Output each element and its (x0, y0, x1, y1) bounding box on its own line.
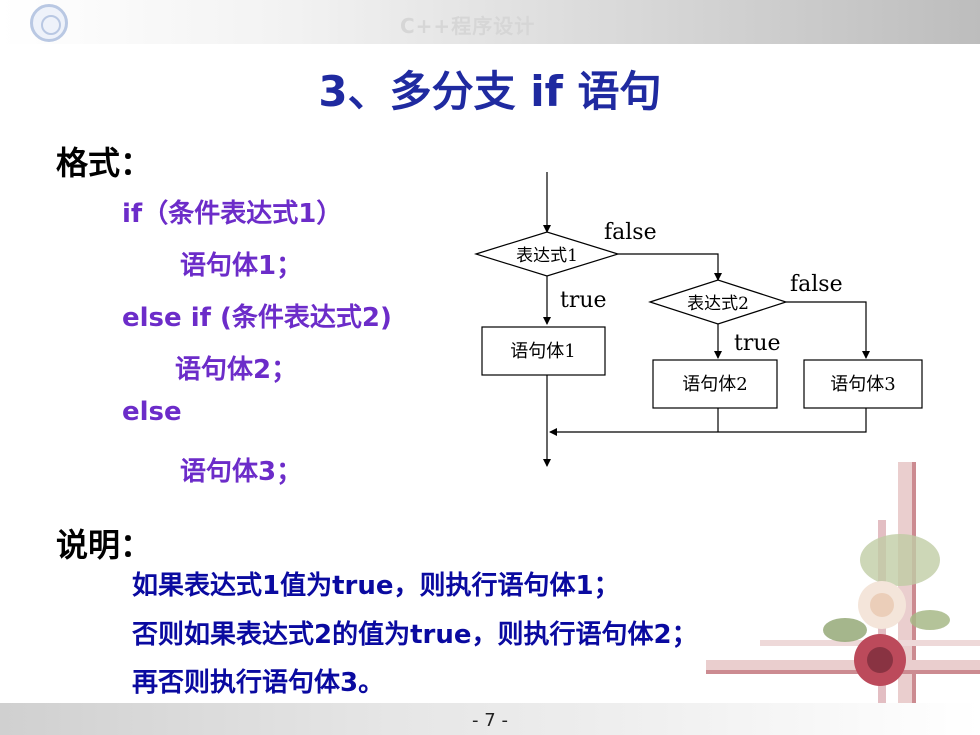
explanation-label: 说明： (56, 526, 153, 564)
statement-1-box (481, 326, 606, 376)
merge-line-3 (549, 408, 867, 436)
statement-2-box (652, 359, 778, 409)
condition-1-label: 表达式1 (516, 246, 578, 266)
false-2-arrow (786, 301, 870, 359)
statement-3-label: 语句体3 (830, 374, 895, 395)
code-line-2: 语句体1； (180, 251, 303, 281)
true-2-label: true (734, 331, 781, 356)
footer-bar (0, 703, 980, 735)
explanation-line-2: 否则如果表达式2的值为true，则执行语句体2； (132, 620, 698, 650)
explanation-line-1: 如果表达式1值为true，则执行语句体1； (132, 571, 620, 601)
false-1-arrow (618, 253, 722, 281)
false-2-label: false (790, 272, 843, 297)
explanation-line-3: 再否则执行语句体3。 (132, 668, 385, 698)
true-1-label: true (560, 288, 607, 313)
format-label: 格式： (56, 144, 153, 182)
code-line-3: else if (条件表达式2) (122, 303, 392, 333)
course-title: C++程序设计 (400, 14, 536, 38)
statement-2-label: 语句体2 (682, 374, 747, 395)
statement-1-label: 语句体1 (510, 341, 575, 362)
code-line-1: if（条件表达式1） (122, 199, 343, 229)
statement-3-box (803, 359, 923, 409)
page-number: - 7 - (472, 710, 508, 731)
condition-2-label: 表达式2 (687, 294, 749, 314)
false-1-label: false (604, 220, 657, 245)
header-bar (0, 0, 980, 44)
slide-title: 3、多分支 if 语句 (318, 67, 662, 116)
code-line-4: 语句体2； (175, 355, 298, 385)
university-logo-icon (30, 4, 68, 42)
code-line-6: 语句体3； (180, 457, 303, 487)
code-line-5: else (122, 397, 182, 427)
